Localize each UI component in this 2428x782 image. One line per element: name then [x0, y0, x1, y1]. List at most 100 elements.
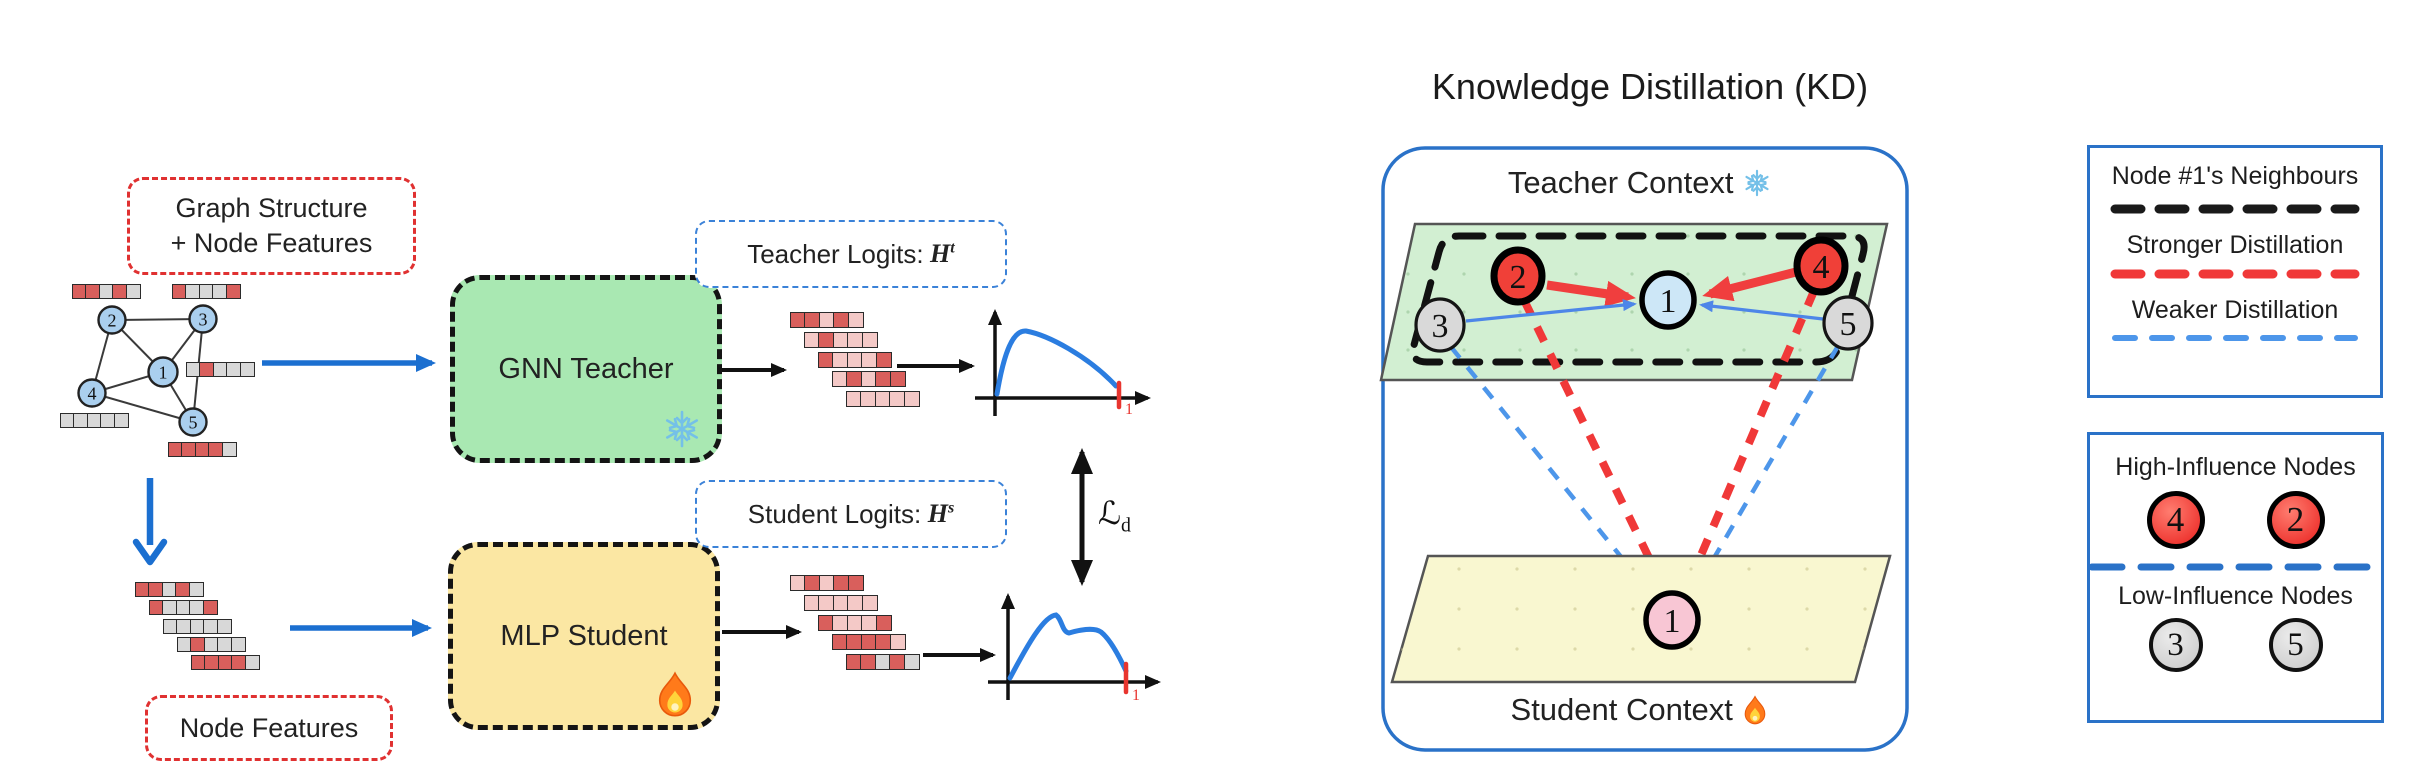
- snowflake-icon: [665, 410, 699, 448]
- feature-cell: [230, 636, 246, 652]
- teacher-logits-label: Teacher Logits:: [747, 238, 924, 269]
- teacher-curve: [994, 328, 1119, 397]
- strong-edge-2-to-1: [1546, 280, 1636, 307]
- feature-cell: [221, 442, 237, 457]
- strong-distill-line-2: [1520, 298, 1672, 599]
- graph-node-4-label: 4: [88, 384, 97, 404]
- teacher-node-4-label: 4: [1813, 249, 1830, 286]
- node-features-label: Node Features: [179, 712, 359, 743]
- feature-cell: [861, 594, 878, 611]
- graph-node-2-label: 2: [108, 311, 117, 331]
- graph-node-4: [77, 378, 107, 408]
- feature-cell: [875, 614, 892, 631]
- snowflake-icon: [1745, 169, 1769, 197]
- neighbours-boundary: [1409, 232, 1868, 366]
- feature-row: [804, 594, 920, 611]
- feature-cell: [225, 284, 241, 299]
- node-features-box: Node Features: [145, 695, 393, 761]
- legend-weaker-label: Weaker Distillation: [2131, 296, 2339, 324]
- feature-cell: [239, 362, 255, 377]
- feature-row: [149, 600, 260, 616]
- feature-row: [846, 391, 920, 408]
- feature-row: [177, 636, 260, 652]
- teacher-context-label: Teacher Context: [1400, 165, 1880, 201]
- neighbours-dash-sample: [2110, 204, 2360, 214]
- feature-cell: [861, 331, 878, 348]
- legend-stronger-label: Stronger Distillation: [2126, 231, 2344, 259]
- distillation-loss-label: ℒd: [1098, 495, 1131, 537]
- graph-node-2: [97, 305, 127, 335]
- feature-cell: [847, 575, 864, 591]
- graph-node-3-label: 3: [199, 310, 208, 330]
- gnn-teacher-label: GNN Teacher: [498, 352, 674, 385]
- fire-icon: [658, 671, 692, 717]
- feature-row: [804, 331, 920, 348]
- feature-cell: [216, 618, 232, 634]
- gnn-teacher-box: GNN Teacher: [450, 275, 722, 463]
- feature-cell: [889, 371, 906, 388]
- feature-row: [818, 351, 920, 368]
- teacher-node-1: [1639, 270, 1697, 330]
- graph-to-features-arrow: [132, 478, 168, 566]
- legend-node-4: 4: [2146, 491, 2205, 549]
- weak-edge-3-to-1: [1465, 299, 1637, 323]
- feature-row: [846, 654, 920, 671]
- influence-divider: [2090, 563, 2381, 571]
- teacher-node-5-label: 5: [1840, 306, 1857, 343]
- teacher-distribution-plot: 1: [975, 309, 1151, 418]
- feature-vector-node5: [168, 442, 237, 457]
- feature-row: [790, 312, 920, 328]
- graph-edge: [91, 392, 194, 423]
- legend-node-2: 2: [2266, 491, 2325, 549]
- feature-row: [790, 575, 920, 591]
- graph-node-1: [147, 356, 179, 388]
- feature-row: [818, 614, 920, 631]
- feature-row: [186, 362, 255, 377]
- feature-vector-node1: [186, 362, 255, 377]
- teacher-node-3: [1414, 297, 1466, 353]
- teacher-node-1-label: 1: [1660, 283, 1677, 320]
- feature-cell: [125, 284, 141, 299]
- legend-node-5: 5: [2268, 618, 2323, 672]
- teacher-node-5: [1822, 295, 1874, 351]
- student-plot-tick-label: 1: [1132, 687, 1140, 704]
- feature-row: [72, 284, 141, 299]
- feature-row: [60, 413, 129, 428]
- fire-icon: [1745, 695, 1766, 725]
- student-logits-box: Student Logits: Hs: [695, 480, 1007, 548]
- teacher-logits-stack: [790, 312, 920, 408]
- student-distribution-plot: 1: [988, 593, 1161, 704]
- feature-row: [163, 618, 260, 634]
- stronger-dash-sample: [2110, 269, 2360, 279]
- strong-distill-line-4: [1680, 289, 1818, 597]
- legend-high-influence-label: High-Influence Nodes: [2115, 453, 2356, 481]
- teacher-node-4: [1793, 236, 1849, 296]
- teacher-logits-symbol: Ht: [930, 239, 955, 268]
- student-curve: [1007, 612, 1129, 681]
- graph-structure-line2: + Node Features: [170, 228, 373, 258]
- teacher-logits-box: Teacher Logits: Ht: [695, 220, 1007, 288]
- weaker-dash-sample: [2112, 335, 2358, 341]
- graph-structure-box: Graph Structure + Node Features: [127, 177, 416, 275]
- feature-cell: [903, 654, 920, 671]
- feature-row: [191, 655, 260, 671]
- feature-vector-node2: [72, 284, 141, 299]
- feature-row: [832, 371, 920, 388]
- low-influence-nodes: 3 5: [2148, 618, 2323, 672]
- graph-node-5: [178, 407, 208, 437]
- feature-cell: [202, 600, 218, 616]
- student-node-1: [1643, 590, 1701, 650]
- feature-vector-node4: [60, 413, 129, 428]
- graph-edge: [111, 318, 204, 321]
- legend-line-styles: Node #1's Neighbours Stronger Distillati…: [2087, 145, 2383, 398]
- feature-cell: [889, 634, 906, 651]
- teacher-plot-tick-label: 1: [1125, 401, 1133, 418]
- feature-cell: [113, 413, 129, 428]
- teacher-node-3-label: 3: [1432, 308, 1449, 345]
- mlp-student-box: MLP Student: [448, 542, 720, 730]
- feature-row: [832, 634, 920, 651]
- graph-node-1-label: 1: [159, 363, 168, 383]
- feature-vector-node3: [172, 284, 241, 299]
